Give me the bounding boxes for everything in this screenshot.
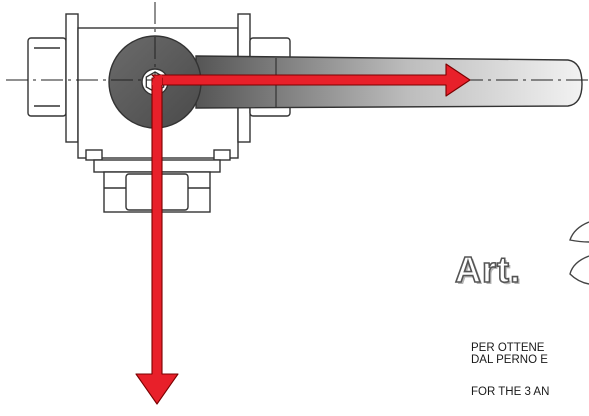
arrow-down-icon: [135, 77, 179, 405]
note-italian-line-2: DAL PERNO E: [471, 354, 548, 366]
note-italian: PER OTTENE DAL PERNO E: [471, 342, 589, 366]
note-italian-line-1: PER OTTENE: [471, 342, 545, 354]
flow-path: [135, 63, 471, 405]
note-english-line-1: FOR THE 3 AN: [471, 386, 550, 398]
arrow-right-icon: [151, 63, 471, 97]
port-orientation-symbol: [569, 221, 589, 285]
article-label: Art.: [454, 249, 521, 290]
note-english: FOR THE 3 AN: [471, 386, 589, 398]
flow-elbow: [152, 75, 162, 85]
